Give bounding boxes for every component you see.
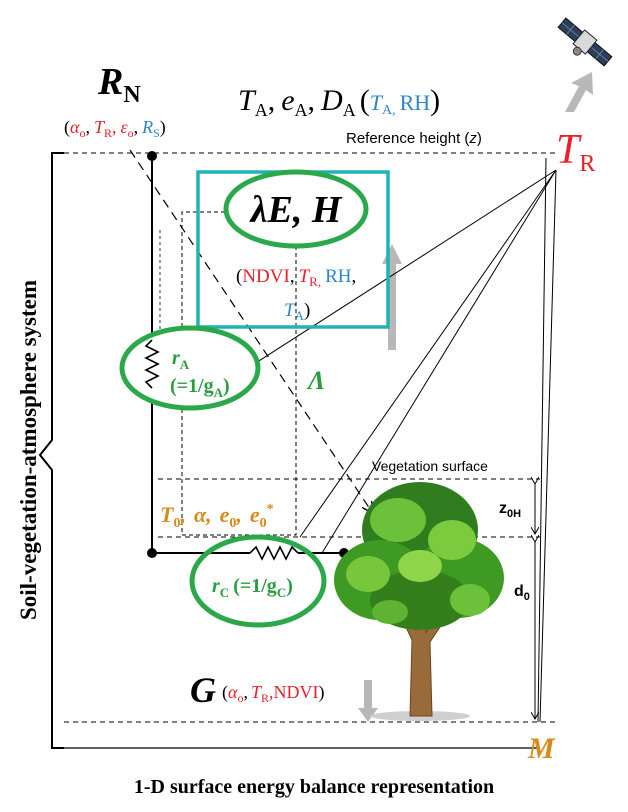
- upward-flux-arrow: [382, 244, 402, 350]
- radiation-dashed-arrow: [129, 149, 372, 512]
- surface-vars: T0,α,e0,e0*: [160, 502, 274, 531]
- diagram-title: 1-D surface energy balance representatio…: [134, 776, 494, 798]
- rn-label: RN: [97, 61, 141, 108]
- veg-surface-label: Vegetation surface: [372, 458, 488, 474]
- rc-label: rC(=1/gC): [212, 575, 293, 600]
- atm-vars: TA,eA,DA(TA,RH): [238, 84, 440, 120]
- flux-inputs-line2: TA): [284, 300, 310, 323]
- reference-height-label: Reference height (z): [346, 130, 482, 147]
- flux-ellipse: [223, 169, 369, 249]
- ground-flux-arrow: [358, 680, 378, 722]
- g-inputs: (αo,TR,NDVI): [222, 682, 324, 705]
- rn-inputs: (αo,TR,εo,RS): [64, 117, 166, 140]
- tree-icon: [334, 482, 504, 721]
- rc-ellipse: [189, 534, 327, 628]
- ra-ellipse: [119, 325, 261, 411]
- tr-label: TR: [556, 127, 595, 177]
- g-label: G: [190, 670, 216, 710]
- rc-resistor-icon: [249, 545, 299, 561]
- dashed-path-up: [181, 235, 296, 536]
- side-label: Soil-vegetation-atmosphere system: [16, 280, 41, 620]
- left-brace: [38, 152, 64, 749]
- flux-label: λE, H: [249, 189, 343, 231]
- ra-label: rA: [172, 347, 190, 372]
- satellite-arrow: [565, 72, 593, 112]
- m-label: M: [527, 732, 556, 765]
- flux-inputs-line1: (NDVI,TR,RH,: [236, 266, 356, 289]
- tr-lines: [247, 157, 557, 723]
- d0-label: d0: [514, 583, 530, 603]
- lambda-label: Λ: [306, 366, 325, 395]
- ra-equation: (=1/gA): [170, 375, 230, 400]
- z0h-label: z0H: [499, 500, 521, 520]
- satellite-icon: [557, 17, 613, 67]
